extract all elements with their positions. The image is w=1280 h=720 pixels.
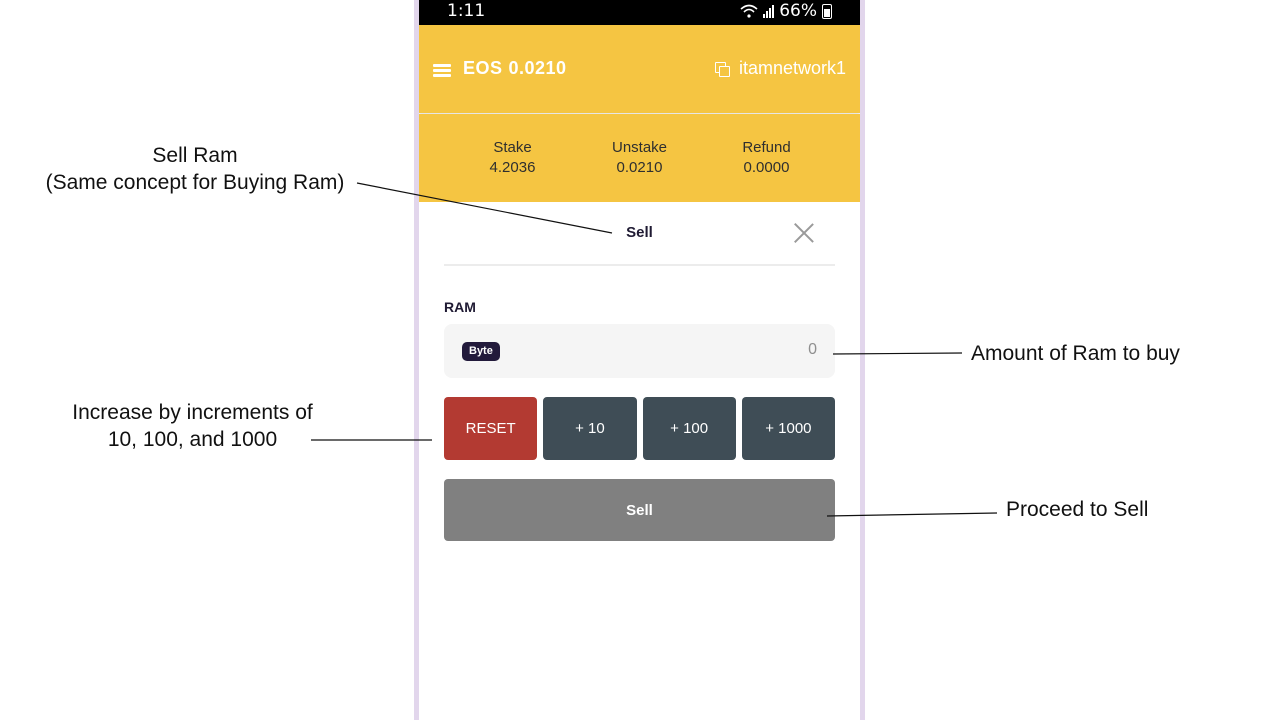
close-icon[interactable]	[794, 223, 814, 243]
stat-unstake: Unstake 0.0210	[585, 138, 695, 202]
menu-icon[interactable]	[433, 64, 451, 77]
stat-stake: Stake 4.2036	[458, 138, 568, 202]
signal-icon	[763, 4, 775, 18]
stat-label: Stake	[493, 139, 532, 156]
sell-ram-panel: Sell RAM Byte 0 RESET + 10 + 100 + 1000 …	[419, 202, 860, 720]
annotation-line: (Same concept for Buying Ram)	[45, 171, 345, 194]
balance-value: 0.0210	[508, 58, 567, 78]
copy-icon[interactable]	[714, 61, 730, 77]
currency-label: EOS	[463, 58, 503, 78]
increment-buttons: RESET + 10 + 100 + 1000	[444, 397, 835, 460]
plus-100-button[interactable]: + 100	[642, 397, 736, 460]
stat-value: 0.0210	[616, 159, 663, 176]
stat-value: 0.0000	[743, 159, 790, 176]
reset-button[interactable]: RESET	[444, 397, 538, 460]
battery-percent: 66%	[779, 1, 817, 21]
annotation-sell-ram: Sell Ram (Same concept for Buying Ram)	[30, 142, 360, 196]
plus-10-button[interactable]: + 10	[543, 397, 637, 460]
stat-label: Unstake	[611, 139, 668, 156]
stake-summary: Stake 4.2036 Unstake 0.0210 Refund 0.000…	[419, 114, 860, 202]
wifi-icon	[740, 4, 758, 18]
panel-title: Sell	[626, 224, 653, 241]
stat-label: Refund	[742, 139, 791, 156]
stat-value: 4.2036	[489, 159, 536, 176]
divider	[444, 264, 835, 266]
status-time: 1:11	[447, 1, 486, 21]
account-selector[interactable]: itamnetwork1	[714, 58, 846, 79]
sell-button[interactable]: Sell	[444, 479, 835, 541]
unit-badge: Byte	[462, 342, 500, 361]
plus-1000-button[interactable]: + 1000	[741, 397, 835, 460]
battery-icon	[822, 3, 832, 19]
annotation-line: 10, 100, and 1000	[107, 428, 278, 451]
account-name: itamnetwork1	[738, 58, 846, 78]
annotation-amount: Amount of Ram to buy	[971, 342, 1180, 365]
ram-amount-input[interactable]: Byte 0	[444, 324, 835, 378]
stat-refund: Refund 0.0000	[712, 138, 822, 202]
annotation-line: Sell Ram	[152, 144, 238, 167]
ram-label: RAM	[444, 299, 476, 315]
ram-amount-value: 0	[808, 341, 817, 358]
annotation-proceed: Proceed to Sell	[1006, 498, 1149, 521]
annotation-line: Increase by increments of	[72, 401, 313, 424]
status-icons: 66%	[740, 1, 832, 21]
annotation-increments: Increase by increments of 10, 100, and 1…	[40, 399, 345, 453]
status-bar: 1:11 66%	[419, 0, 860, 25]
